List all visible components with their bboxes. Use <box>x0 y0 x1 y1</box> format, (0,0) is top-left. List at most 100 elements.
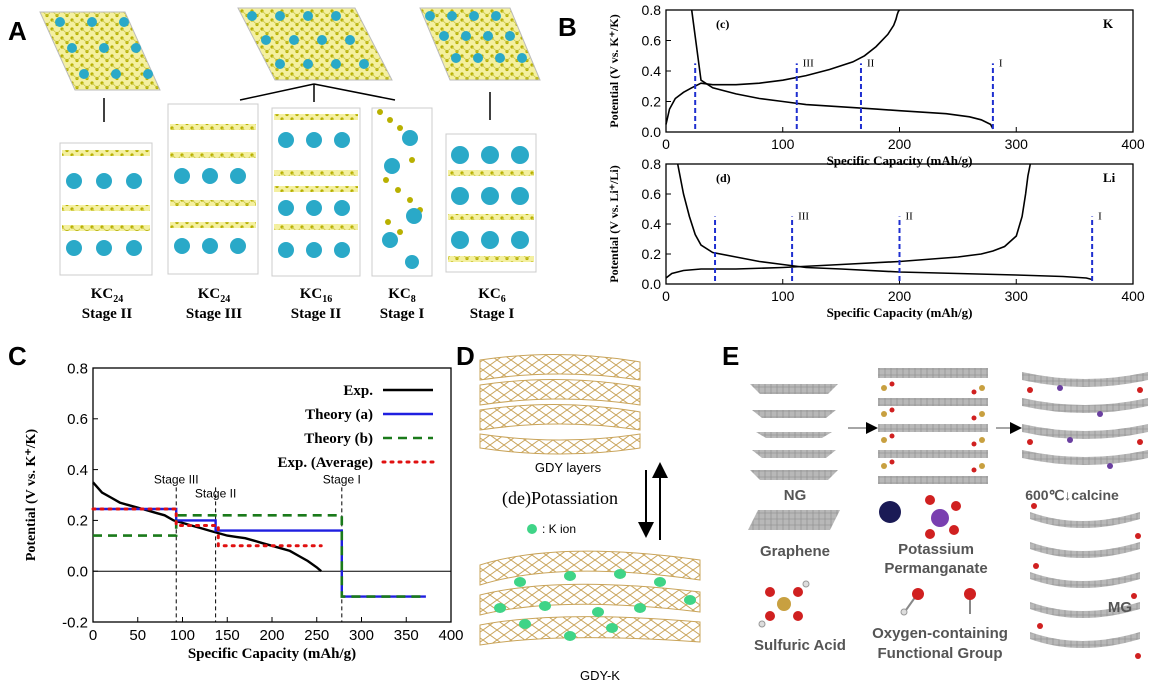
panel-a: A <box>8 7 541 322</box>
B-c-series-discharge <box>690 9 994 130</box>
B-c-panel-label: (c) <box>716 17 729 31</box>
B-d-stage-label-1: III <box>798 211 809 223</box>
c-legend-label-3: Exp. (Average) <box>277 455 373 471</box>
B-c-stage-label-1: III <box>803 57 814 69</box>
C-xtick-label-6: 300 <box>349 627 374 644</box>
B-d-stage-label-3: I <box>1098 211 1102 223</box>
C-xtick-label-8: 400 <box>438 627 463 644</box>
kc6-stage1-side <box>445 133 537 273</box>
kc6-top-lattice <box>419 7 541 81</box>
reversible-arrows <box>638 462 668 540</box>
panel-a-letter: A <box>8 16 27 46</box>
intercalated-stack-illustration <box>878 368 988 484</box>
B-d-element-label: Li <box>1103 170 1116 185</box>
stage-kc16-s2: Stage II <box>291 306 342 322</box>
B-c-xtick-label-2: 200 <box>888 136 912 152</box>
B-d-stage-label-2: II <box>906 211 914 223</box>
C-xlabel: Specific Capacity (mAh/g) <box>188 646 356 662</box>
C-plot-frame <box>92 367 452 623</box>
label-kc16-s2: KC16 <box>300 286 333 305</box>
c-stage-label-1: Stage II <box>195 486 236 500</box>
permanganate-label-2: Permanganate <box>884 560 987 577</box>
graphene-label: Graphene <box>760 543 830 560</box>
c-stage-label-0: Stage III <box>154 472 199 486</box>
structure-connectors <box>103 83 491 122</box>
panel-c-letter: C <box>8 341 27 371</box>
c-series-0 <box>92 481 322 573</box>
B-d-ytick-label-4: 0.8 <box>642 156 662 172</box>
B-d-ylabel: Potential (V vs. Li⁺/Li) <box>607 165 621 282</box>
C-xtick-label-1: 50 <box>129 627 146 644</box>
kc16-stage2-side <box>271 107 361 277</box>
B-d-xtick-label-2: 200 <box>888 288 912 304</box>
C-xtick-label-4: 200 <box>259 627 284 644</box>
panel-d: D GDY layers (de)Potassiation : K ion <box>456 341 701 683</box>
k-ion-legend-label: : K ion <box>542 522 576 536</box>
B-d-ytick-label-2: 0.4 <box>642 216 662 232</box>
calcine-label: 600℃↓calcine <box>1025 487 1119 503</box>
C-ytick-label-2: 0.2 <box>67 513 88 530</box>
label-kc24-s2: KC24 <box>91 286 124 305</box>
ng-stack-illustration <box>750 384 838 480</box>
ng-label: NG <box>784 487 807 504</box>
c-stage-label-2: Stage I <box>323 472 361 486</box>
c-series-3 <box>91 507 323 548</box>
sulfuric-acid-molecule <box>758 580 810 628</box>
B-c-stage-label-3: I <box>999 57 1003 69</box>
panel-e-letter: E <box>722 341 739 371</box>
permanganate-molecule <box>879 495 961 539</box>
B-d-series-discharge <box>676 163 1093 281</box>
B-c-xtick-label-4: 400 <box>1121 136 1145 152</box>
B-d-ytick-label-1: 0.2 <box>642 246 662 262</box>
B-c-ytick-label-0: 0.0 <box>642 124 662 140</box>
B-d-xtick-label-4: 400 <box>1121 288 1145 304</box>
C-ytick-label-1: 0.0 <box>67 563 88 580</box>
oxygen-group-icons <box>900 588 976 616</box>
sulfuric-acid-label: Sulfuric Acid <box>754 637 846 654</box>
kc24-stage2-side <box>59 142 153 276</box>
B-c-ytick-label-3: 0.6 <box>642 32 662 48</box>
kc8-stage1-side <box>371 107 433 277</box>
B-c-series-charge <box>665 9 901 125</box>
kc16-top-lattice <box>237 7 393 81</box>
k-ion-legend-icon <box>527 524 537 534</box>
kc24-stage3-side <box>167 103 259 275</box>
c-legend-label-1: Theory (a) <box>305 407 373 423</box>
C-xtick-label-5: 250 <box>304 627 329 644</box>
gdy-layers-label: GDY layers <box>535 460 602 475</box>
B-c-element-label: K <box>1103 16 1114 31</box>
graphene-sheet-illustration <box>748 510 840 530</box>
B-d-panel-label: (d) <box>716 171 731 185</box>
panel-e: E NG 600℃ <box>722 341 1148 662</box>
permanganate-label-1: Potassium <box>898 541 974 558</box>
oxygen-group-label-1: Oxygen-containing <box>872 625 1008 642</box>
label-kc8-s1: KC8 <box>388 286 416 305</box>
gdy-layers-illustration <box>479 353 641 455</box>
C-ytick-label-4: 0.6 <box>67 411 88 428</box>
B-d-ytick-label-0: 0.0 <box>642 276 662 292</box>
panel-d-letter: D <box>456 341 475 371</box>
c-legend-label-2: Theory (b) <box>304 431 373 447</box>
B-c-ytick-label-2: 0.4 <box>642 63 662 79</box>
c-legend-label-0: Exp. <box>343 383 373 399</box>
gdy-k-label: GDY-K <box>580 668 620 683</box>
B-d-xtick-label-1: 100 <box>771 288 795 304</box>
c-series-2 <box>93 514 426 598</box>
B-d-series-charge <box>665 163 1032 279</box>
C-xtick-label-2: 100 <box>170 627 195 644</box>
B-c-stage-label-2: II <box>867 57 875 69</box>
stage-kc6-s1: Stage I <box>470 306 515 322</box>
expanded-stack-illustration <box>1022 372 1148 469</box>
stage-kc8-s1: Stage I <box>380 306 425 322</box>
gdy-k-illustration <box>479 550 701 646</box>
B-c-xlabel: Specific Capacity (mAh/g) <box>827 153 973 168</box>
structure-labels: KC24 Stage II KC24 Stage III KC16 Stage … <box>82 286 515 322</box>
B-c-xtick-label-0: 0 <box>662 136 670 152</box>
c-series-1 <box>93 507 426 598</box>
C-xtick-label-7: 350 <box>394 627 419 644</box>
C-ytick-label-5: 0.8 <box>67 360 88 377</box>
